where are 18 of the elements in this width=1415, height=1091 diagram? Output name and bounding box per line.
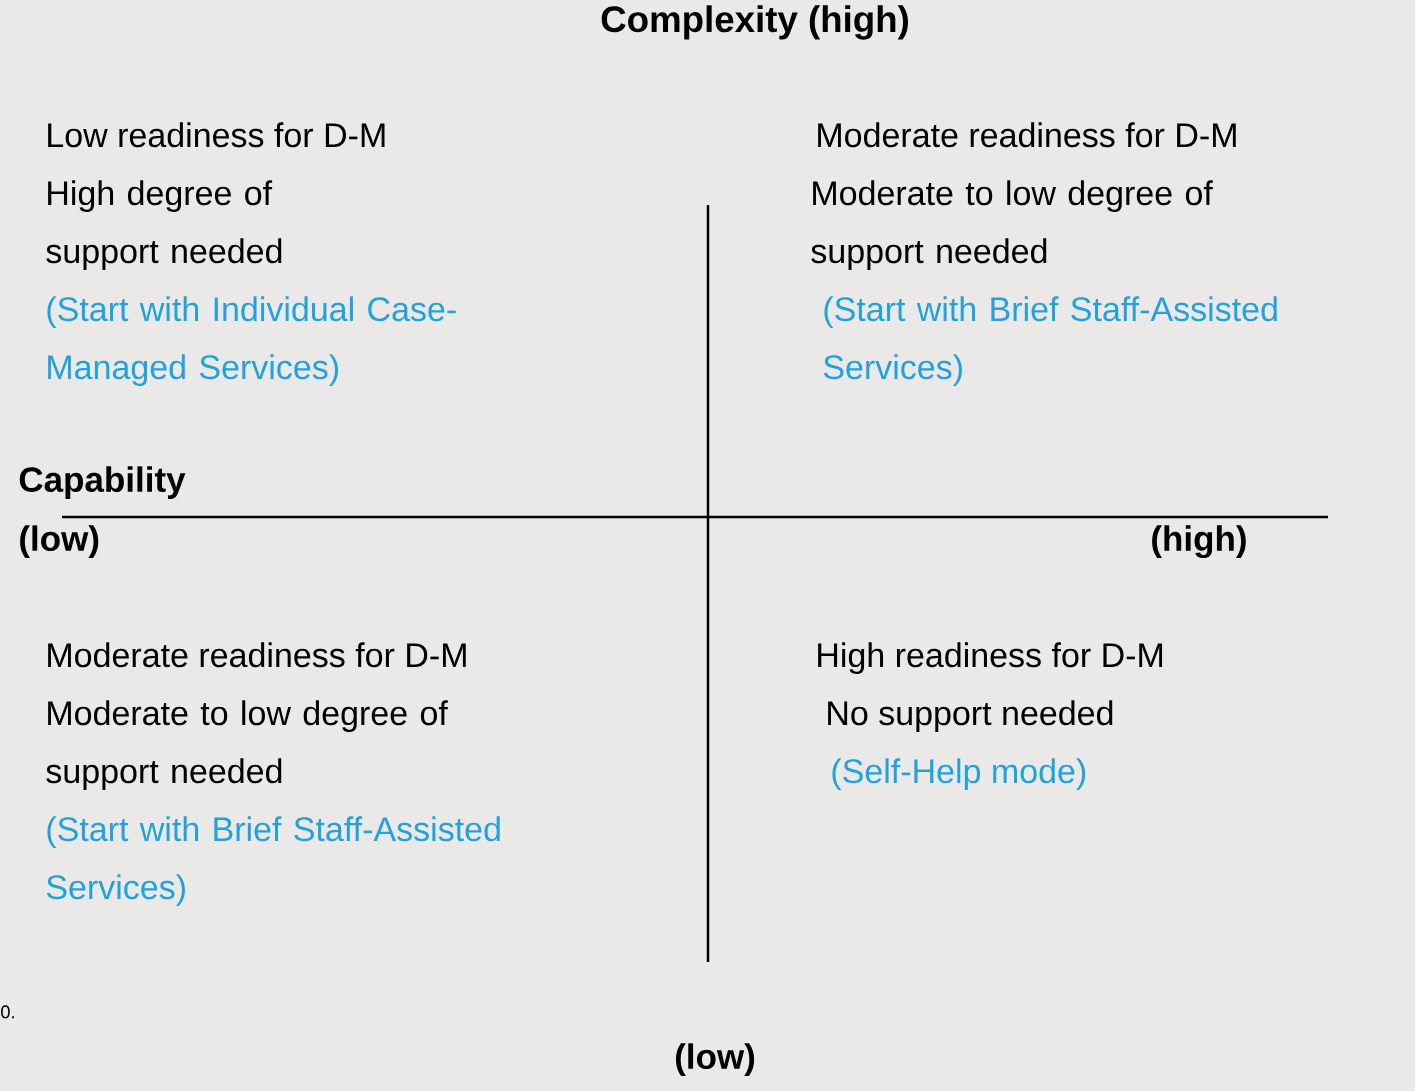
footnote-number: 0. [1, 1005, 14, 1019]
title: Complexity (high) [601, 5, 908, 40]
quadrant-text: High degree of support needed [46, 180, 282, 270]
quadrant-text: No support needed [828, 700, 1113, 733]
axis-label: (high) [1152, 525, 1246, 559]
quadrant-text: Moderate readiness for D-M [48, 642, 466, 668]
quadrant-text: Moderate readiness for D-M [818, 122, 1236, 148]
service-text: (Start with Individual Case-Managed Services) [47, 296, 456, 386]
service-text: (Self-Help mode) [832, 758, 1086, 791]
quadrant-text: Moderate to low degree of support needed [811, 180, 1213, 270]
quadrant-text: Low readiness for D-M [48, 122, 385, 148]
axis-label: (low) [675, 1043, 755, 1076]
quadrant-text: High readiness for D-M [818, 642, 1163, 674]
axis-label: Capability [19, 466, 186, 499]
service-text: (Start with Brief Staff-Assisted Services) [46, 816, 500, 906]
service-text: (Start with Brief Staff-Assisted Services) [823, 296, 1277, 386]
quadrant-text: Moderate to low degree of support needed [46, 700, 448, 791]
axis-label: (low) [20, 525, 99, 558]
